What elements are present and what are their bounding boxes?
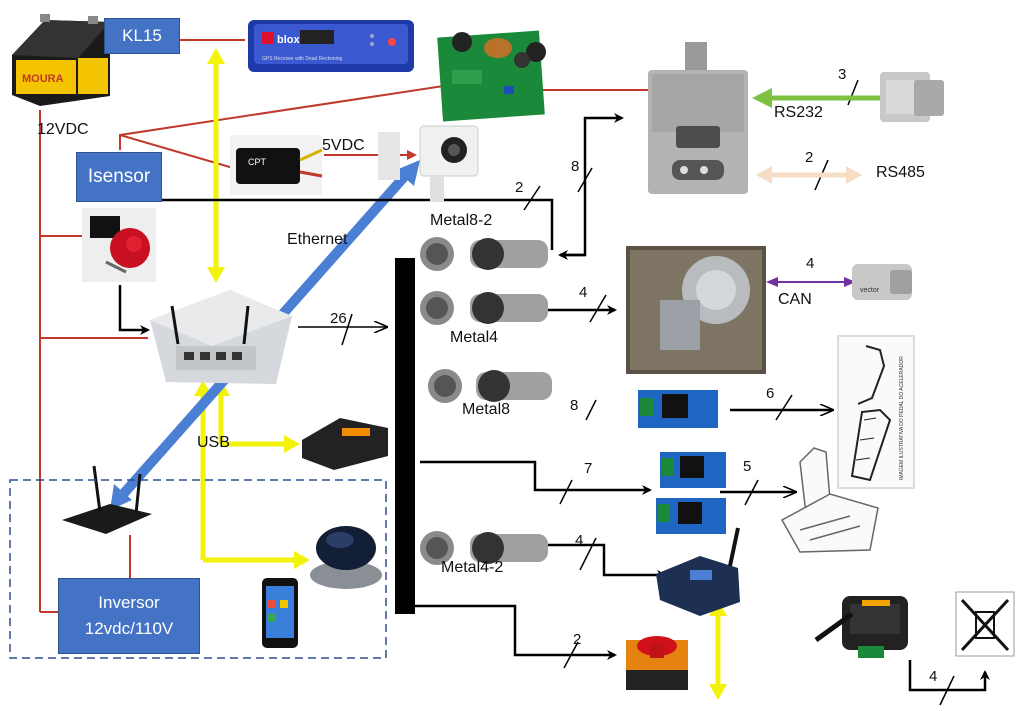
vector-brand-text: vector (860, 287, 880, 294)
kl15-label: KL15 (122, 26, 162, 45)
inversor-label-line1: Inversor (98, 593, 160, 612)
vector-can-interface-icon: vector (852, 264, 912, 300)
kl15-box: KL15 (104, 18, 180, 54)
connector-metal4-2-icon (420, 531, 548, 565)
wire-count-can: 4 (806, 255, 815, 272)
isensor-bus (160, 198, 554, 250)
battery-brand-text: MOURA (22, 73, 64, 85)
bottom-right-wire (908, 660, 990, 692)
bus-to-relays (420, 460, 652, 495)
battery-to-cpt-line (119, 134, 241, 171)
black-wires (118, 113, 990, 692)
bus-to-stop-button (410, 604, 617, 660)
accelerator-pedal-icon (837, 335, 915, 489)
wire-count-relays: 7 (584, 460, 593, 477)
wire-count-pedal: 6 (766, 385, 775, 402)
metal4-2-to-module (548, 543, 667, 580)
inversor-label-line2: 12vdc/110V (84, 619, 174, 638)
wire-count-bottom-right: 4 (929, 668, 938, 685)
enclosure-dashed-border (9, 479, 387, 659)
emergency-stop-icon (82, 208, 156, 282)
obd-adapter-icon (302, 418, 388, 470)
wire-count-metal4-2: 4 (575, 532, 584, 549)
estop-to-ecu (118, 285, 150, 335)
can-link (766, 277, 856, 287)
wire-count-metal8: 8 (570, 397, 579, 414)
svg-text:CPT: CPT (248, 157, 267, 167)
cellular-module-icon (656, 527, 740, 616)
camera-voltage-label: 5VDC (322, 137, 365, 154)
gps-caption-text: GPS Receiver with Dead Reckoning (262, 56, 343, 62)
rs485-link (756, 166, 862, 184)
dc-converter-board-icon (437, 30, 546, 122)
wire-count-rs232: 3 (838, 66, 847, 83)
wire-count-gear: 5 (743, 458, 752, 475)
isensor-box: Isensor (76, 152, 162, 202)
wire-count-isensor: 2 (515, 179, 524, 196)
connector-metal8-icon (428, 369, 552, 403)
connector-metal8-2-icon (420, 237, 548, 271)
relay-board-2-icon (660, 452, 726, 488)
wire-count-slashes (341, 79, 955, 706)
main-bus-bar (395, 258, 415, 614)
embedded-pc-icon (150, 290, 292, 384)
gear-shifter-icon (780, 447, 879, 553)
relay-board-3-icon (656, 498, 726, 534)
smartphone-icon (262, 578, 298, 648)
connector-metal4-icon (420, 291, 548, 325)
cpt-converter-icon: CPT (230, 135, 323, 195)
relay-board-1-icon (638, 390, 718, 428)
wifi-router-icon (62, 465, 152, 534)
metal8-2-to-box (560, 113, 624, 257)
wireless-gps-module-icon (814, 596, 908, 658)
db9-connector-icon (880, 72, 944, 122)
gps-receiver-icon: blox GPS Receiver with Dead Reckoning (248, 20, 414, 72)
rs485-label: RS485 (876, 164, 925, 181)
gps-brand-text: blox (277, 34, 300, 46)
wire-count-stop-button: 2 (573, 631, 582, 648)
metal8-2-label: Metal8-2 (430, 212, 493, 229)
wire-count-metal8-2: 8 (571, 158, 580, 175)
rs232-label: RS232 (774, 104, 823, 121)
metal4-label: Metal4 (450, 329, 499, 346)
pedal-caption-text: IMAGEM ILUSTRATIVA DO PEDAL DO ACELERADO… (899, 356, 905, 480)
ethernet-label: Ethernet (287, 231, 348, 248)
metal8-label: Metal8 (462, 401, 511, 418)
steering-actuator-icon (626, 246, 766, 374)
strain-gauge-icon (955, 591, 1015, 657)
ip-camera-icon (378, 125, 479, 202)
wire-count-metal4: 4 (579, 284, 588, 301)
isensor-label: Isensor (87, 166, 151, 187)
wire-count-main-bus: 26 (330, 310, 347, 327)
usb-label: USB (197, 434, 230, 451)
battery-voltage-label: 12VDC (37, 121, 89, 138)
yellow-links (194, 48, 727, 700)
controller-box-icon (648, 42, 748, 194)
wire-count-rs485: 2 (805, 149, 814, 166)
inversor-box: Inversor 12vdc/110V (58, 578, 200, 654)
stop-button-box-icon (626, 636, 688, 690)
power-lines (39, 39, 648, 613)
can-label: CAN (778, 291, 812, 308)
metal4-2-label: Metal4-2 (441, 559, 504, 576)
battery-icon: MOURA (12, 14, 110, 106)
joystick-knob-icon (310, 526, 382, 589)
